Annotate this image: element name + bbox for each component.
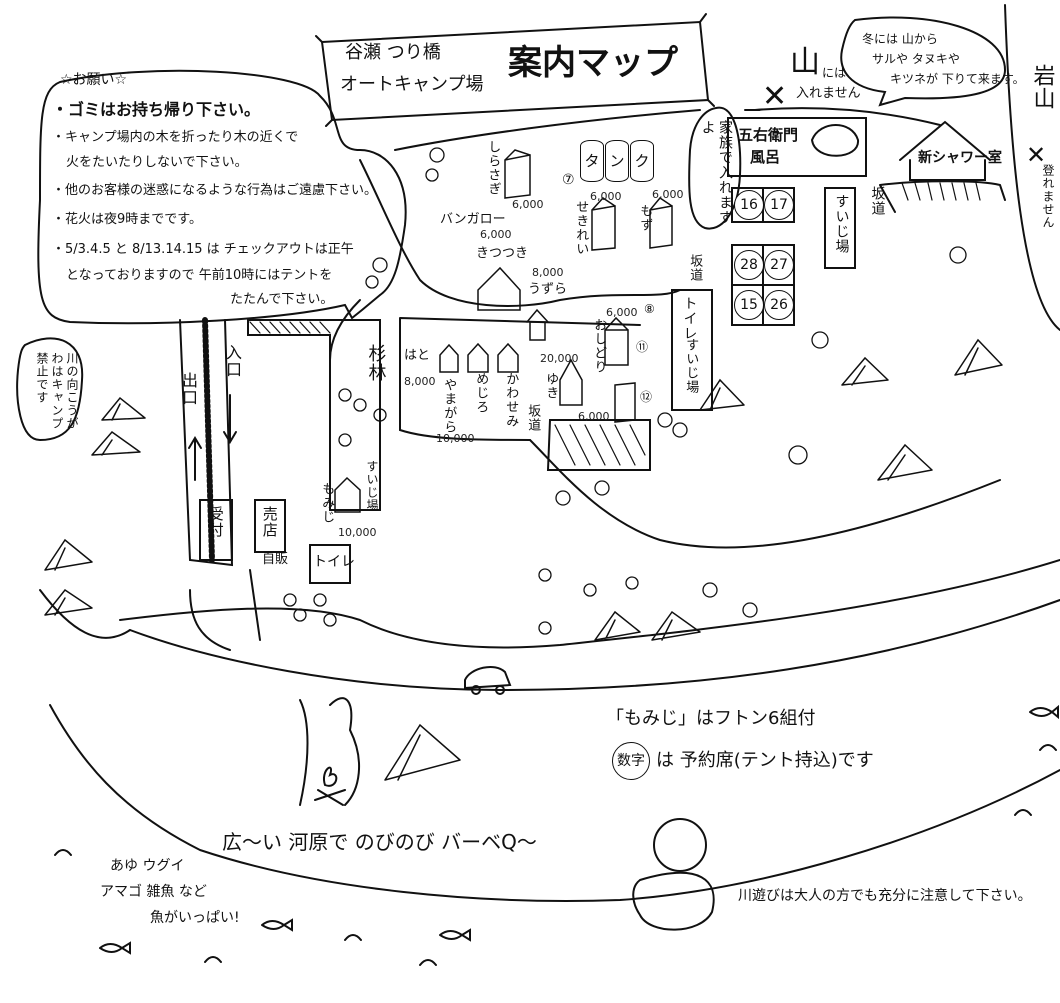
price: 6,000 xyxy=(480,228,512,241)
title-line2: オートキャンプ場 xyxy=(340,74,484,95)
price: 10,000 xyxy=(436,432,475,445)
mountain-no-entry: 入れません xyxy=(796,86,861,101)
momiji-note: 「もみじ」はフトン6組付 xyxy=(606,708,816,729)
mountain-label: 山 xyxy=(790,45,820,80)
slope-label: 坂道 xyxy=(687,254,703,282)
notice-line: ・花火は夜9時までです。 xyxy=(52,212,202,227)
site-number: 26 xyxy=(764,290,794,320)
cabin-number: ⑫ xyxy=(640,390,653,404)
cabin-number: ⑪ xyxy=(636,340,649,354)
vending-label: 自販 xyxy=(262,552,289,567)
notice-line: 火をたいたりしないで下さい。 xyxy=(66,155,248,170)
price: 8,000 xyxy=(532,266,564,279)
cabin-shirasagi: しらさぎ xyxy=(485,140,501,196)
bath-label: 五右衛門 xyxy=(738,126,799,144)
site-number: 17 xyxy=(764,190,794,220)
cabin-uzura: うずら xyxy=(528,282,568,297)
mountain-label-ni: には xyxy=(822,66,847,80)
sink-label: すいじ場 xyxy=(833,194,850,254)
price: 6,000 xyxy=(652,188,684,201)
bbq-text: 広〜い 河原で のびのび バーベQ〜 xyxy=(222,830,537,854)
notice-heading: ☆お願い☆ xyxy=(60,72,128,88)
site-number: 16 xyxy=(734,190,764,220)
map-title: 案内マップ xyxy=(508,43,678,83)
sink-label: すいじ場 xyxy=(365,460,379,512)
site-number: 28 xyxy=(734,250,764,280)
number-circle-sample: 数字 xyxy=(612,742,650,780)
slope-label: 坂道 xyxy=(525,404,541,432)
notice-line: ・ゴミはお持ち帰り下さい。 xyxy=(52,100,261,119)
cabin-hato: はと xyxy=(404,348,431,363)
tank-number: ⑦ xyxy=(562,172,575,188)
fish-text: あゆ ウグイ xyxy=(110,858,185,874)
rock-no-climb: 登れません xyxy=(1041,164,1055,229)
price: 6,000 xyxy=(578,410,610,423)
slope-label: 坂道 xyxy=(869,186,886,216)
winter-note: キツネが 下りて来ます。 xyxy=(890,72,1025,86)
title-line1: 谷瀬 つり橋 xyxy=(345,42,441,63)
reserved-note: は 予約席(テント持込)です xyxy=(656,750,874,771)
cabin-momiji: もみじ xyxy=(319,482,335,524)
cabin-oshidori: おしどり xyxy=(591,318,607,374)
notice-line: ・他のお客様の迷惑になるような行為はご遠慮下さい。 xyxy=(52,183,378,198)
cabin-kawasemi: かわせみ xyxy=(503,372,519,428)
sink-label: すいじ場 xyxy=(683,338,699,394)
cabin-mejiro: めじろ xyxy=(473,372,489,414)
bath-label: 風呂 xyxy=(750,148,781,166)
river-side-note: 川の向こうがわはキャンプ禁止です xyxy=(35,352,79,430)
site-number: 15 xyxy=(734,290,764,320)
price: 6,000 xyxy=(590,190,622,203)
fish-text: 魚がいっぱい! xyxy=(150,910,240,926)
toilet-label: トイレ xyxy=(313,554,355,570)
exit-label: 出口 xyxy=(179,372,198,406)
forest-label: 杉林 xyxy=(365,344,387,382)
cabin-yuki: ゆき xyxy=(543,372,559,400)
notice-line: となっておりますので 午前10時にはテントを xyxy=(66,268,333,283)
price: 8,000 xyxy=(404,375,436,388)
fish-text: アマゴ 雑魚 など xyxy=(100,884,207,900)
notice-line: ・5/3.4.5 と 8/13.14.15 は チェックアウトは正午 xyxy=(52,242,354,257)
river-caution: 川遊びは大人の方でも充分に注意して下さい。 xyxy=(738,888,1032,904)
reception-label: 受付 xyxy=(206,506,225,538)
toilet-label: トイレ xyxy=(681,296,698,341)
shop-label: 売店 xyxy=(260,506,279,538)
tank-char: ン xyxy=(605,140,629,182)
entrance-label: 入口 xyxy=(223,344,242,378)
no-climb-mark: ✕ xyxy=(1026,141,1047,169)
cabin-sekirei: せきれい xyxy=(573,200,589,256)
winter-note: 冬には 山から xyxy=(862,32,938,46)
tank-char: ク xyxy=(630,140,654,182)
winter-note: サルや タヌキや xyxy=(872,52,960,66)
family-note: 家族で入れますよ xyxy=(699,120,734,225)
notice-bubble xyxy=(37,69,407,325)
shower-label: 新シャワー室 xyxy=(918,150,1002,166)
price: 6,000 xyxy=(512,198,544,211)
site-number: 27 xyxy=(764,250,794,280)
notice-line: ・キャンプ場内の木を折ったり木の近くで xyxy=(52,130,299,145)
cabin-kitsutsuki: きつつき xyxy=(476,246,529,261)
cabin-mozu: もず xyxy=(637,204,653,232)
cabin-number: ⑧ xyxy=(644,302,655,316)
notice-line: たたんで下さい。 xyxy=(230,292,334,307)
price: 10,000 xyxy=(338,526,377,539)
bungalow-label: バンガロー xyxy=(440,212,506,227)
price: 6,000 xyxy=(606,306,638,319)
price: 20,000 xyxy=(540,352,579,365)
rock-mountain-label: 岩山 xyxy=(1029,64,1055,110)
cabin-yamagara: やまがら xyxy=(441,378,457,434)
no-entry-mark: ✕ xyxy=(762,79,788,114)
tank-char: タ xyxy=(580,140,604,182)
